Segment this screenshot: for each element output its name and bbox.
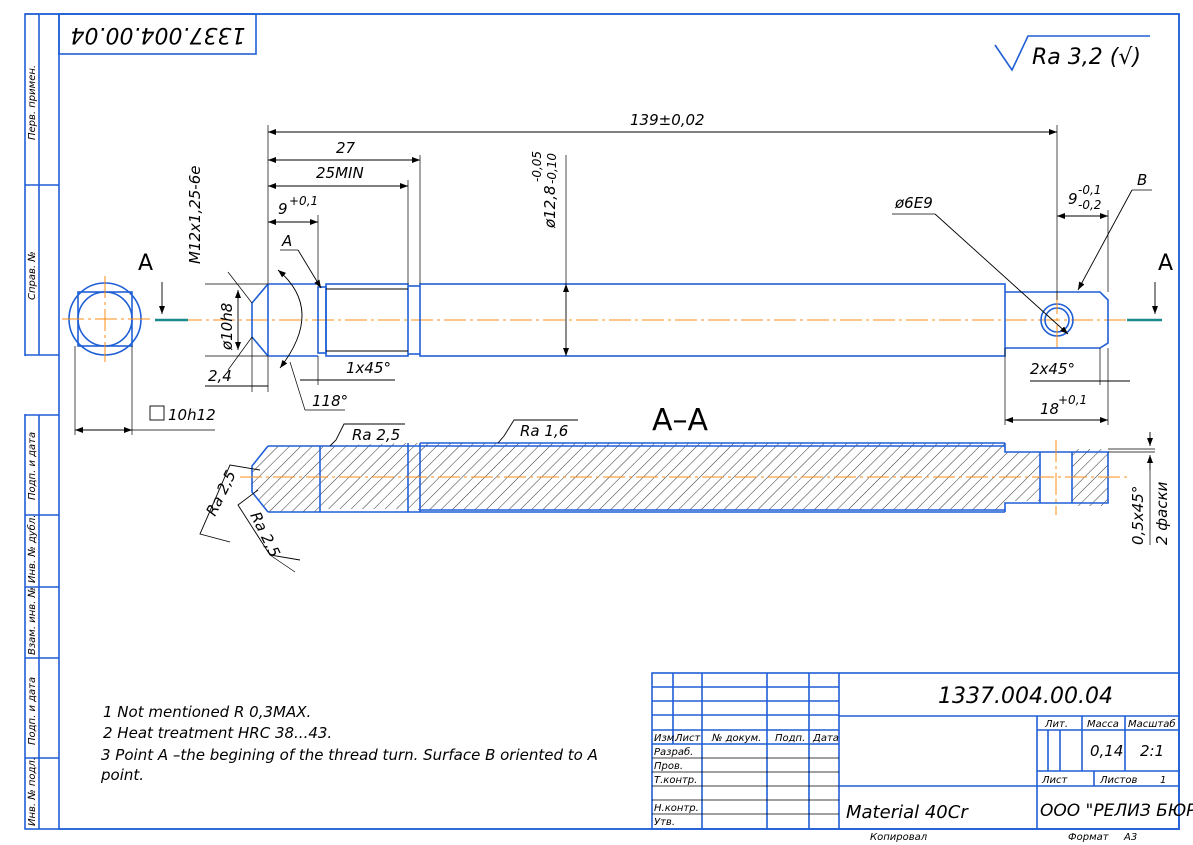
end-view: 10h12 <box>62 276 216 435</box>
dim-18-tol: +0,1 <box>1058 393 1087 407</box>
section-chamfer-note2: 2 фаски <box>1153 481 1171 545</box>
tb-kopiroval: Копировал <box>870 832 928 843</box>
main-view <box>180 269 1135 371</box>
note-3-cont: point. <box>100 766 144 784</box>
dim-27: 27 <box>336 139 356 157</box>
roughness-general-text: Ra 3,2 (√) <box>1032 45 1141 70</box>
section-view: A–A Ra 2,5 Ra 1,6 Ra 2,5 Ra 2,5 0,5x45° <box>199 403 1171 573</box>
note-2: 2 Heat treatment HRC 38...43. <box>103 724 332 742</box>
side-strip-labels: Перв. примен. Справ. № Подп. и дата Инв.… <box>26 65 38 826</box>
main-dimensions: 139±0,02 27 25MIN 9 +0,1 M12x1,25-6e A ø… <box>138 111 1173 425</box>
dim-9-right-lo: -0,2 <box>1078 198 1101 212</box>
general-roughness: Ra 3,2 (√) <box>994 35 1150 72</box>
tb-material: Material 40Cr <box>846 802 969 823</box>
tb-sheet-label: Лист <box>1041 775 1069 786</box>
section-ra-mid: Ra 1,6 <box>520 422 568 440</box>
title-block: 1337.004.00.04 Изм. Лист № докум. Подп. … <box>651 672 1193 843</box>
dim-dia12-8-lo: -0,10 <box>545 153 559 184</box>
tb-col-izm: Изм. <box>654 733 678 744</box>
dim-hole: ø6E9 <box>894 194 933 212</box>
dim-dia12-8-up: -0,05 <box>530 151 544 182</box>
top-number-box: 1337.004.00.04 <box>58 13 257 55</box>
tb-massa: Масса <box>1087 719 1119 730</box>
sheet-frame <box>18 13 1180 830</box>
tb-scale-value: 2:1 <box>1140 742 1164 760</box>
tb-tkontr: Т.контр. <box>654 775 697 786</box>
section-ra-cone2: Ra 2,5 <box>246 509 283 560</box>
section-ra-left: Ra 2,5 <box>352 426 400 444</box>
title-drawing-number: 1337.004.00.04 <box>938 684 1113 709</box>
dim-9-right: 9 <box>1068 190 1078 208</box>
dim-9-tol: +0,1 <box>289 194 318 208</box>
tb-col-data: Дата <box>812 733 839 744</box>
dim-2-4: 2,4 <box>208 367 232 385</box>
technical-notes: 1 Not mentioned R 0,3MAX. 2 Heat treatme… <box>100 703 598 784</box>
top-drawing-number: 1337.004.00.04 <box>71 22 246 47</box>
tb-masshtab: Масштаб <box>1128 718 1176 730</box>
dim-18: 18 <box>1040 400 1059 418</box>
tb-sheets-value: 1 <box>1160 775 1166 786</box>
tb-format: Формат <box>1068 832 1110 843</box>
section-ra-cone1: Ra 2,5 <box>202 467 239 518</box>
strip-label-perv: Перв. примен. <box>27 65 38 140</box>
dim-9-right-up: -0,1 <box>1078 183 1101 197</box>
tb-col-list: Лист <box>674 733 702 744</box>
tb-col-doc: № докум. <box>711 733 761 744</box>
point-a-label: A <box>281 232 292 250</box>
dim-overall: 139±0,02 <box>630 111 705 129</box>
section-mark-right: A <box>1158 251 1173 276</box>
tb-col-podp: Подп. <box>775 733 805 744</box>
strip-label-podp2: Подп. и дата <box>27 677 38 745</box>
tb-sheets-label: Листов <box>1099 775 1137 786</box>
strip-label-sprav: Справ. № <box>27 251 38 300</box>
square-dim: 10h12 <box>168 406 216 424</box>
strip-label-vzam: Взам. инв. № <box>27 587 38 655</box>
tb-format-value: A3 <box>1123 832 1137 843</box>
dim-dia10: ø10h8 <box>218 303 236 351</box>
strip-label-inv: Инв. № подл. <box>27 757 38 826</box>
section-chamfer-note: 0,5x45° <box>1129 486 1147 545</box>
dim-9: 9 <box>278 200 288 218</box>
strip-label-dubl: Инв. № дубл. <box>26 515 38 583</box>
dim-25min: 25MIN <box>316 164 364 182</box>
note-3: 3 Point A –the begining of the thread tu… <box>101 746 598 764</box>
surface-b-label: B <box>1137 171 1147 189</box>
dim-dia12-8: ø12,8 <box>541 185 559 229</box>
dim-chamfer2: 2x45° <box>1030 360 1075 378</box>
dim-angle118: 118° <box>312 392 348 410</box>
tb-mass-value: 0,14 <box>1090 742 1123 760</box>
note-1: 1 Not mentioned R 0,3MAX. <box>103 703 311 721</box>
tb-prov: Пров. <box>654 761 683 772</box>
thread-label: M12x1,25-6e <box>186 166 204 265</box>
tb-razrab: Разраб. <box>654 746 693 758</box>
tb-nkontr: Н.контр. <box>654 803 699 814</box>
tb-utv: Утв. <box>654 817 675 828</box>
strip-label-podp1: Подп. и дата <box>27 432 38 500</box>
section-mark-left: A <box>138 251 153 276</box>
dim-chamfer1: 1x45° <box>346 359 391 377</box>
section-title: A–A <box>652 403 709 438</box>
tb-company: ООО "РЕЛИЗ БЮРО" <box>1040 801 1193 821</box>
tb-lit: Лит. <box>1044 719 1068 730</box>
